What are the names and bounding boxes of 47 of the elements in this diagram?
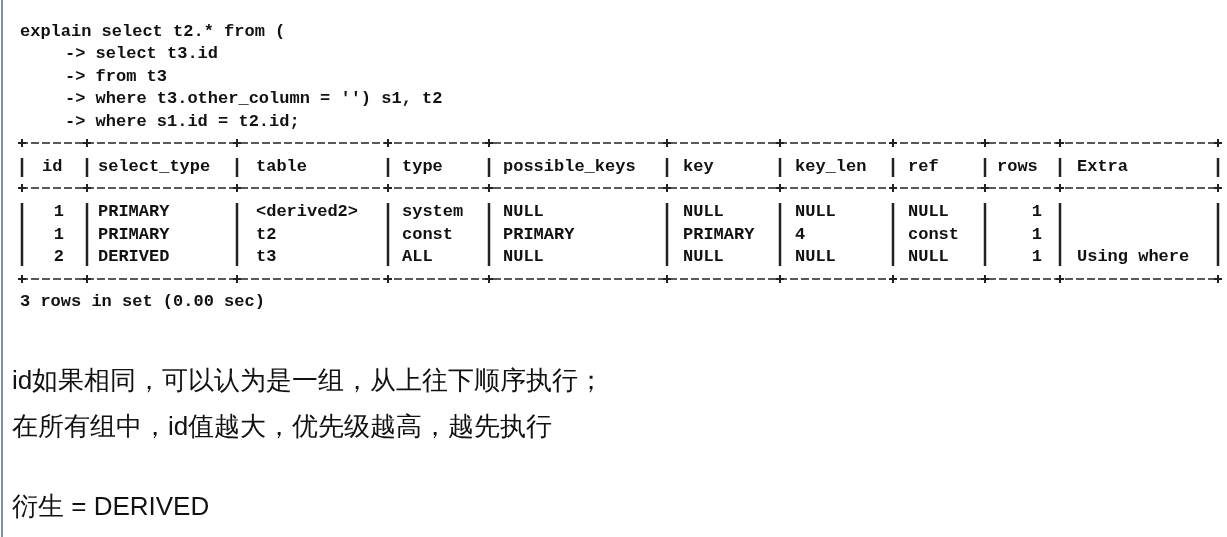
header-cell: possible_keys bbox=[503, 156, 636, 178]
table-cell: 1 bbox=[1031, 224, 1042, 246]
table-cell: NULL bbox=[908, 201, 949, 223]
table-cell: const bbox=[908, 224, 959, 246]
table-cell: NULL bbox=[683, 201, 724, 223]
table-cell: <derived2> bbox=[256, 201, 359, 223]
table-cell: NULL bbox=[503, 201, 544, 223]
table-cell: PRIMARY bbox=[503, 224, 575, 246]
header-cell: select_type bbox=[98, 156, 211, 178]
header-cell: id bbox=[42, 156, 63, 178]
header-cell: key_len bbox=[795, 156, 867, 178]
table-cell: Using where bbox=[1077, 246, 1190, 268]
table-cell: 2 bbox=[53, 246, 64, 268]
command-line: -> where s1.id = t2.id; bbox=[65, 111, 300, 133]
table-cell: const bbox=[402, 224, 453, 246]
header-cell: Extra bbox=[1077, 156, 1128, 178]
header-cell: rows bbox=[997, 156, 1038, 178]
table-cell: NULL bbox=[795, 246, 836, 268]
note-text: 衍生 = DERIVED bbox=[12, 490, 210, 522]
status-text: 3 rows in set (0.00 sec) bbox=[20, 291, 265, 313]
table-cell: 4 bbox=[795, 224, 806, 246]
note-text: 在所有组中，id值越大，优先级越高，越先执行 bbox=[12, 410, 553, 442]
table-cell: 1 bbox=[53, 201, 64, 223]
table-cell: NULL bbox=[683, 246, 724, 268]
table-cell: system bbox=[402, 201, 464, 223]
command-line: -> from t3 bbox=[65, 66, 168, 88]
table-cell: 1 bbox=[1031, 246, 1042, 268]
table-cell: 1 bbox=[53, 224, 64, 246]
table-cell: DERIVED bbox=[98, 246, 170, 268]
note-text: id如果相同，可以认为是一组，从上往下顺序执行； bbox=[12, 364, 605, 396]
header-cell: type bbox=[402, 156, 443, 178]
header-cell: table bbox=[256, 156, 307, 178]
command-line: -> select t3.id bbox=[65, 43, 219, 65]
table-cell: ALL bbox=[402, 246, 433, 268]
header-cell: ref bbox=[908, 156, 939, 178]
table-cell: PRIMARY bbox=[98, 224, 170, 246]
table-cell: NULL bbox=[908, 246, 949, 268]
header-cell: key bbox=[683, 156, 714, 178]
table-cell: NULL bbox=[795, 201, 836, 223]
table-cell: NULL bbox=[503, 246, 544, 268]
command-line: explain select t2.* from ( bbox=[20, 21, 286, 43]
table-cell: 1 bbox=[1031, 201, 1042, 223]
table-cell: PRIMARY bbox=[98, 201, 170, 223]
table-cell: t2 bbox=[256, 224, 277, 246]
table-cell: t3 bbox=[256, 246, 277, 268]
command-line: -> where t3.other_column = '') s1, t2 bbox=[65, 88, 443, 110]
table-cell: PRIMARY bbox=[683, 224, 755, 246]
